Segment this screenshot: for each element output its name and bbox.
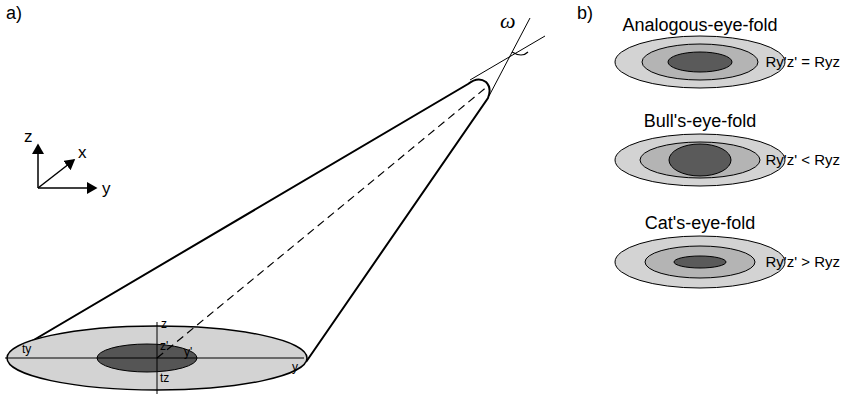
eye-fold-sections [615,36,785,288]
axis-label: y [292,361,298,373]
thickness-label: tz [160,372,169,384]
axis-label: x [78,144,87,161]
fold-type-title: Cat's-eye-fold [645,214,755,232]
axis-label: z' [160,340,168,352]
sheath-fold [5,18,545,394]
axis-label: y [102,180,111,197]
fold-type-title: Bull's-eye-fold [644,112,756,130]
axes [38,145,96,188]
axis-label: z [161,318,167,330]
ratio-equation: Ry'z' > Ryz [766,254,841,269]
ratio-equation: Ry'z' = Ryz [766,54,841,69]
axis-label: y' [184,346,192,358]
thickness-label: ty [22,343,31,355]
angle-label: ω [500,10,516,32]
panel-letter: b) [577,4,593,22]
panel-letter: a) [6,4,22,22]
ratio-equation: Ry'z' < Ryz [766,152,841,167]
fold-type-title: Analogous-eye-fold [622,16,777,34]
axis-label: z [24,128,33,145]
